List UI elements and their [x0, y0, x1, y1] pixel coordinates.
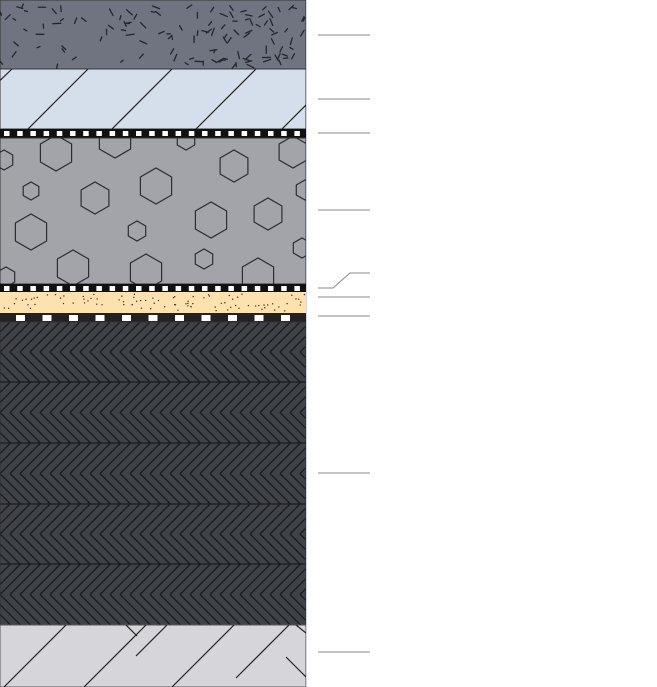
- sand-layer: [0, 292, 306, 313]
- membrane-bottom-layer: [0, 313, 306, 322]
- aggregate-base-layer: [0, 137, 307, 285]
- asphalt-wearing-course-layer: [0, 0, 307, 70]
- asphalt-binder-course-layer: [0, 68, 307, 130]
- compacted-subbase-layer: [0, 321, 307, 626]
- subgrade-layer: [0, 624, 307, 687]
- membrane-top-layer: [0, 129, 306, 138]
- leader-line-membrane-middle: [318, 272, 370, 289]
- leader-lines: [318, 34, 370, 653]
- membrane-middle-layer: [0, 284, 306, 292]
